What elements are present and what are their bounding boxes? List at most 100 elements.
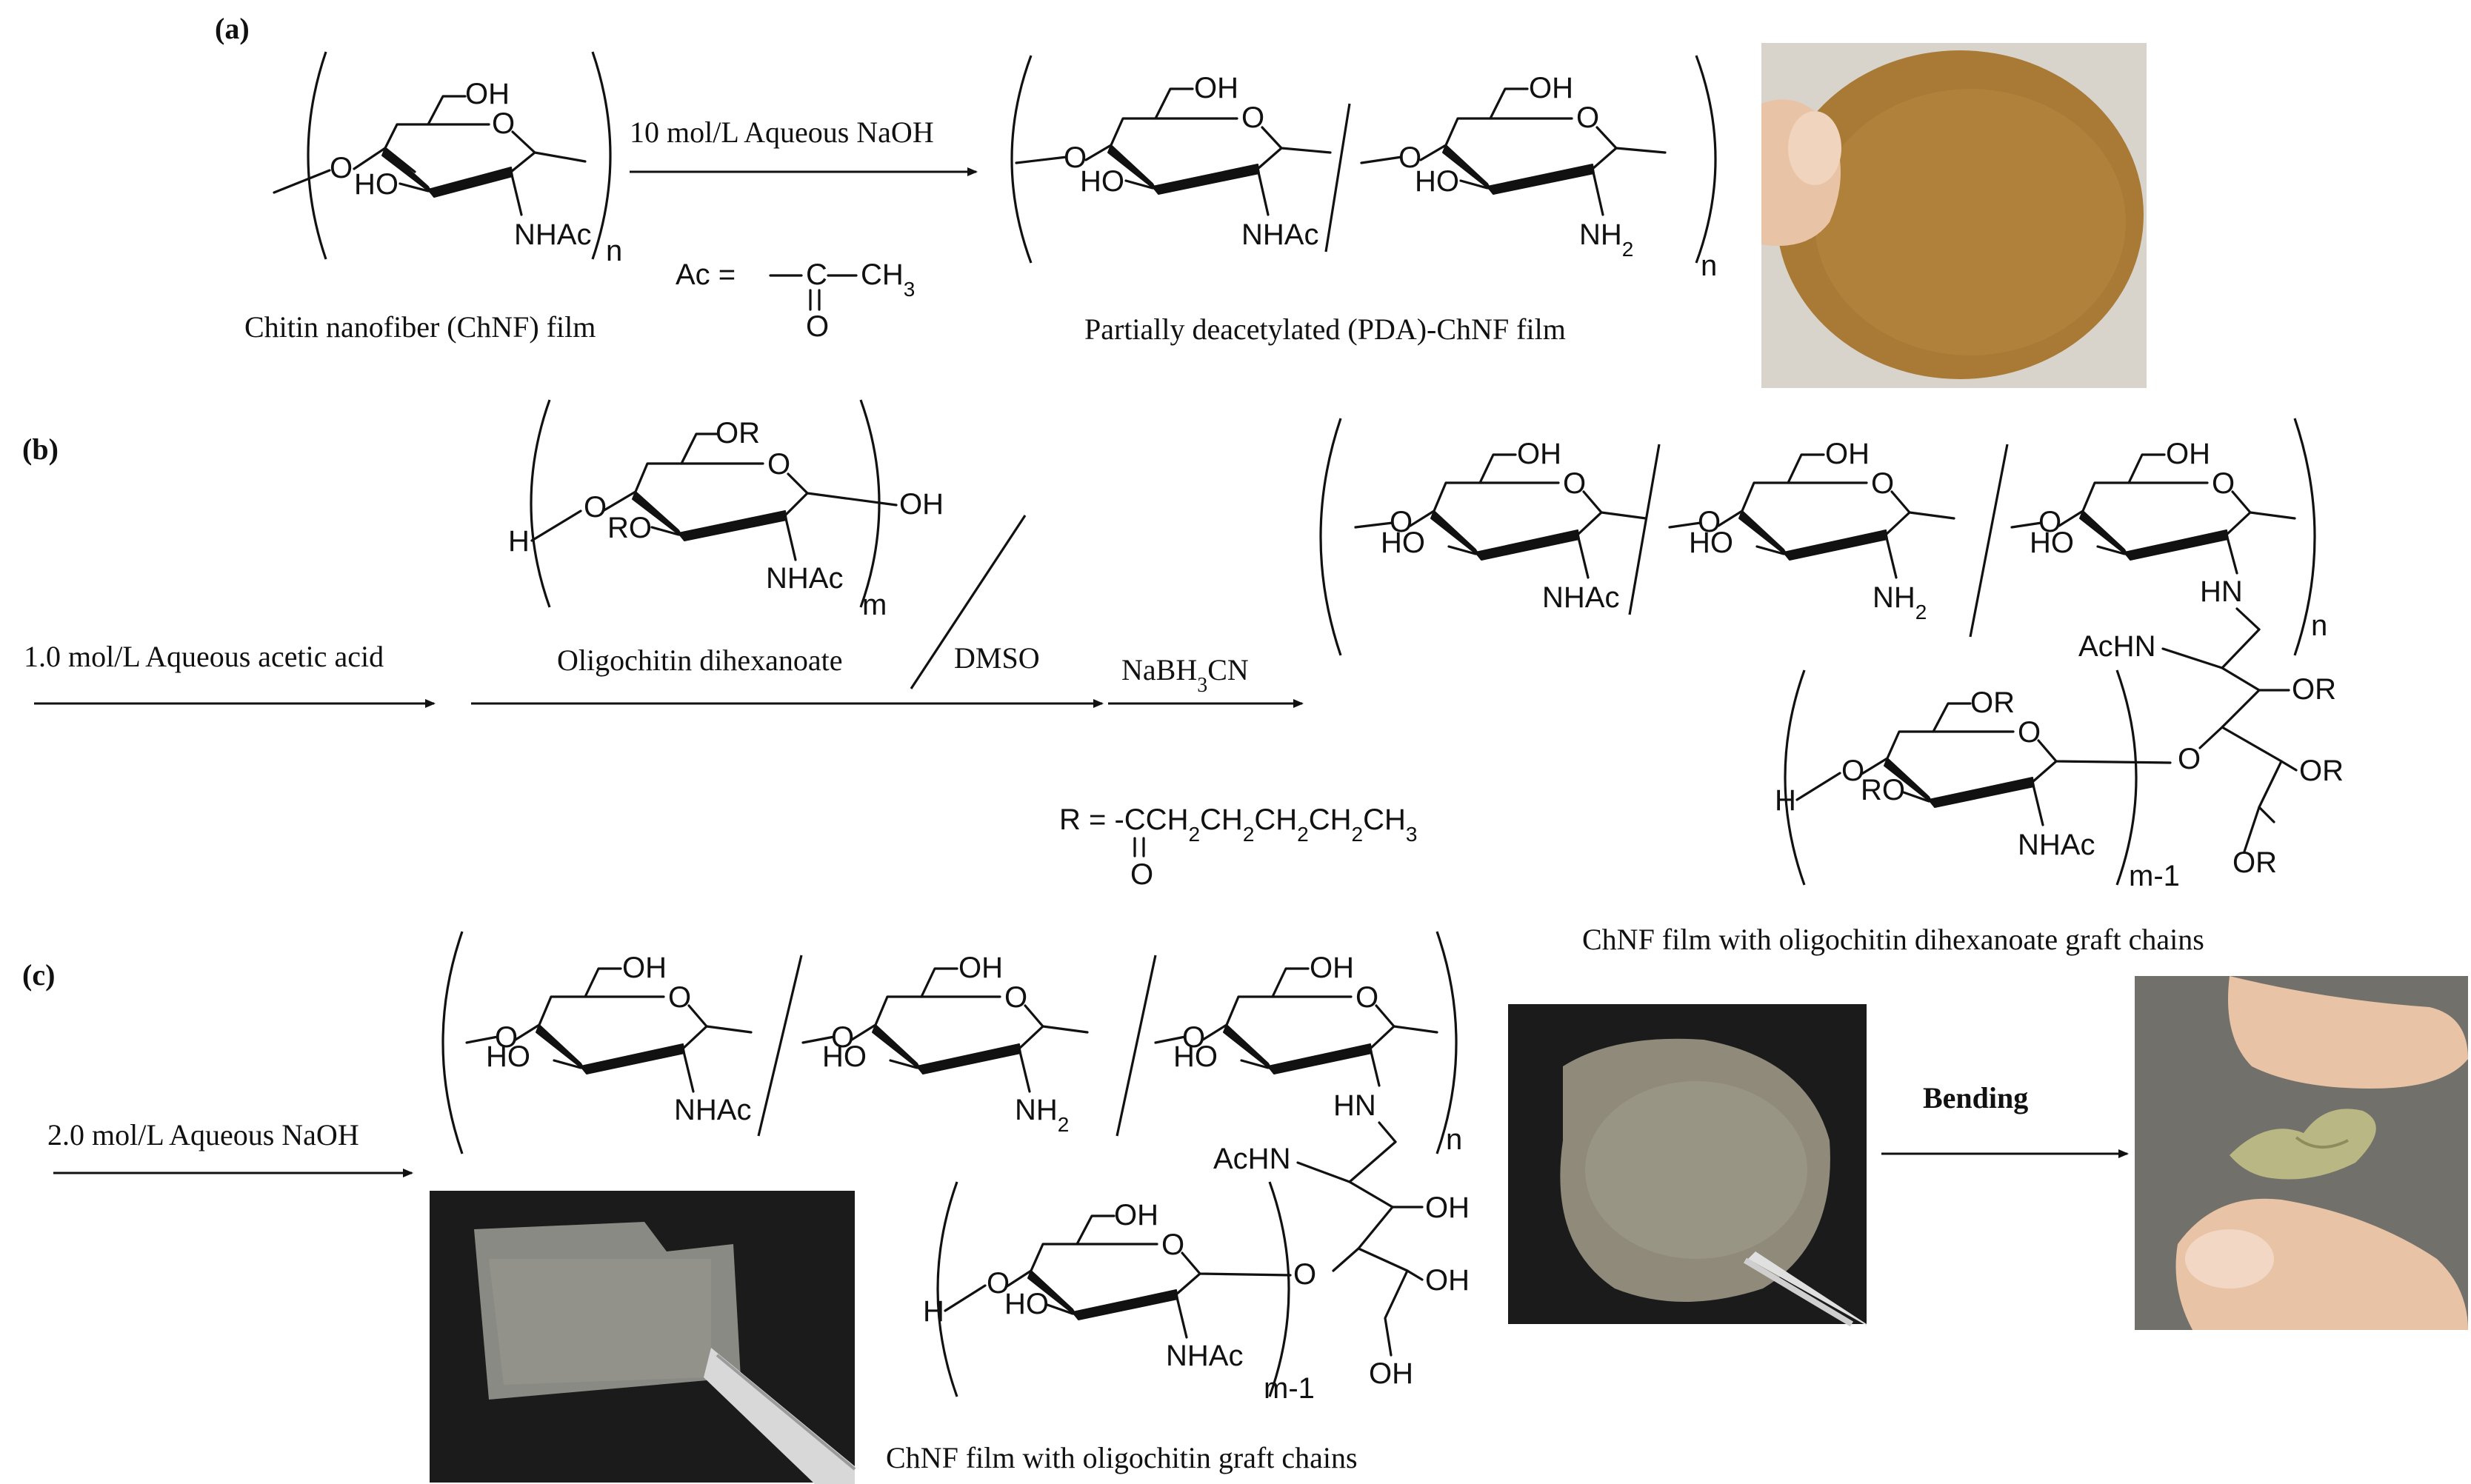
right-paren xyxy=(591,51,612,260)
svg-text:NHAc: NHAc xyxy=(766,562,843,595)
svg-text:HO: HO xyxy=(486,1040,530,1073)
photo-oligochitin-film xyxy=(430,1191,856,1484)
svg-text:H: H xyxy=(923,1295,944,1328)
bending-label: Bending xyxy=(1923,1081,2028,1114)
svg-text:NHAc: NHAc xyxy=(1241,218,1318,251)
svg-text:O: O xyxy=(1871,467,1894,500)
svg-text:NHAc: NHAc xyxy=(1166,1340,1243,1372)
svg-text:OH: OH xyxy=(1310,952,1354,984)
svg-text:O: O xyxy=(1161,1229,1184,1261)
repeat-n: n xyxy=(606,235,622,267)
svg-text:NHAc: NHAc xyxy=(674,1094,751,1126)
svg-text:m-1: m-1 xyxy=(1264,1372,1315,1405)
svg-text:OH: OH xyxy=(1194,72,1238,104)
svg-text:OH: OH xyxy=(1529,72,1573,104)
svg-text:n: n xyxy=(1701,250,1717,282)
svg-text:OR: OR xyxy=(2292,673,2336,706)
svg-text:RO: RO xyxy=(1861,774,1905,806)
svg-text:OH: OH xyxy=(958,952,1003,984)
oligochitin-graft-structure: O OH O HO NHAc O OH O HO NH2 O OH xyxy=(441,931,1470,1405)
svg-text:OH: OH xyxy=(1425,1264,1470,1297)
svg-text:O: O xyxy=(1064,141,1087,174)
svg-text:O: O xyxy=(1698,506,1721,538)
caption-oligo-graft: ChNF film with oligochitin graft chains xyxy=(886,1441,1358,1474)
svg-text:HO: HO xyxy=(1173,1040,1218,1073)
svg-text:O: O xyxy=(584,491,607,524)
hydroxyl-label-3: HO xyxy=(354,168,399,201)
svg-text:O: O xyxy=(1130,858,1153,891)
svg-text:Ac =: Ac = xyxy=(676,258,736,291)
svg-text:HO: HO xyxy=(1080,165,1124,198)
svg-text:HO: HO xyxy=(1415,165,1459,198)
svg-text:C: C xyxy=(806,258,827,291)
caption-pda-film: Partially deacetylated (PDA)-ChNF film xyxy=(1084,312,1566,346)
svg-text:O: O xyxy=(1576,101,1599,134)
left-paren xyxy=(307,51,327,260)
green-film xyxy=(2230,1109,2376,1180)
svg-text:O: O xyxy=(1398,141,1421,174)
photo-bent-film xyxy=(2135,976,2468,1330)
photo-graft-film-flat xyxy=(1508,1004,1867,1327)
slash-divider xyxy=(910,515,1027,689)
chnf-structure: O OH O HO NHAc n xyxy=(273,51,622,267)
panel-label-a: (a) xyxy=(215,12,250,45)
svg-text:OH: OH xyxy=(1369,1357,1413,1390)
svg-text:O: O xyxy=(2018,716,2041,749)
svg-text:OH: OH xyxy=(2166,438,2210,470)
reagent-dmso: DMSO xyxy=(954,641,1040,675)
svg-text:O: O xyxy=(1241,101,1264,134)
svg-text:n: n xyxy=(1446,1123,1462,1156)
svg-text:RO: RO xyxy=(607,512,652,544)
oxygen-label: O xyxy=(330,152,353,184)
svg-text:n: n xyxy=(2311,609,2327,642)
svg-text:O: O xyxy=(831,1021,854,1054)
tweezers-icon-2 xyxy=(1748,1251,1867,1326)
svg-text:OR: OR xyxy=(2232,846,2277,879)
svg-text:O: O xyxy=(1293,1258,1316,1291)
svg-text:HN: HN xyxy=(1333,1089,1376,1122)
caption-dihexanoate-graft: ChNF film with oligochitin dihexanoate g… xyxy=(1582,923,2204,956)
svg-text:OH: OH xyxy=(1425,1191,1470,1224)
svg-text:O: O xyxy=(1563,467,1586,500)
hydroxyl-label: OH xyxy=(465,78,510,110)
svg-text:O: O xyxy=(495,1021,518,1054)
svg-text:O: O xyxy=(1841,755,1864,787)
svg-text:NHAc: NHAc xyxy=(2018,829,2095,861)
svg-text:OH: OH xyxy=(622,952,667,984)
svg-text:HO: HO xyxy=(822,1040,867,1073)
svg-text:HO: HO xyxy=(2030,527,2074,559)
reagent-naoh-2: 2.0 mol/L Aqueous NaOH xyxy=(47,1118,359,1152)
oligochitin-dihexanoate-structure: H O OR O OH RO NHAc m xyxy=(508,399,944,621)
svg-text:O: O xyxy=(1355,981,1378,1014)
upper-finger xyxy=(2228,976,2468,1089)
svg-text:OH: OH xyxy=(1114,1199,1158,1231)
lower-finger xyxy=(2175,1198,2468,1330)
svg-text:O: O xyxy=(767,448,790,481)
svg-text:OR: OR xyxy=(716,417,760,449)
svg-text:HN: HN xyxy=(2200,575,2243,608)
panel-label-c: (c) xyxy=(22,958,55,992)
svg-text:OH: OH xyxy=(899,488,944,521)
svg-text:O: O xyxy=(2212,467,2235,500)
reagent-nabh3cn: NaBH3CN xyxy=(1121,653,1249,697)
reagent-acetic-acid: 1.0 mol/L Aqueous acetic acid xyxy=(24,640,384,673)
svg-text:H: H xyxy=(1775,784,1796,817)
svg-text:OR: OR xyxy=(1970,686,2015,719)
pda-chnf-structure: O OH O HO NHAc O OH O HO NH2 n xyxy=(1010,55,1717,282)
reagent-oligochitin: Oligochitin dihexanoate xyxy=(557,644,842,677)
svg-text:O: O xyxy=(806,310,829,343)
svg-text:NH2: NH2 xyxy=(1579,218,1633,261)
svg-text:HO: HO xyxy=(1004,1288,1049,1320)
caption-chnf-film: Chitin nanofiber (ChNF) film xyxy=(244,310,596,344)
svg-text:m: m xyxy=(862,589,887,621)
svg-text:H: H xyxy=(508,525,530,558)
svg-text:R = -CCH2CH2CH2CH2CH3: R = -CCH2CH2CH2CH2CH3 xyxy=(1059,803,1417,846)
svg-text:HO: HO xyxy=(1689,527,1733,559)
svg-text:CH3: CH3 xyxy=(861,258,915,301)
svg-text:NH2: NH2 xyxy=(1015,1094,1069,1136)
svg-text:AcHN: AcHN xyxy=(2078,630,2155,663)
svg-text:m-1: m-1 xyxy=(2129,860,2180,892)
panel-label-b: (b) xyxy=(22,432,59,466)
ring-oxygen-label: O xyxy=(492,107,515,140)
svg-text:O: O xyxy=(1004,981,1027,1014)
